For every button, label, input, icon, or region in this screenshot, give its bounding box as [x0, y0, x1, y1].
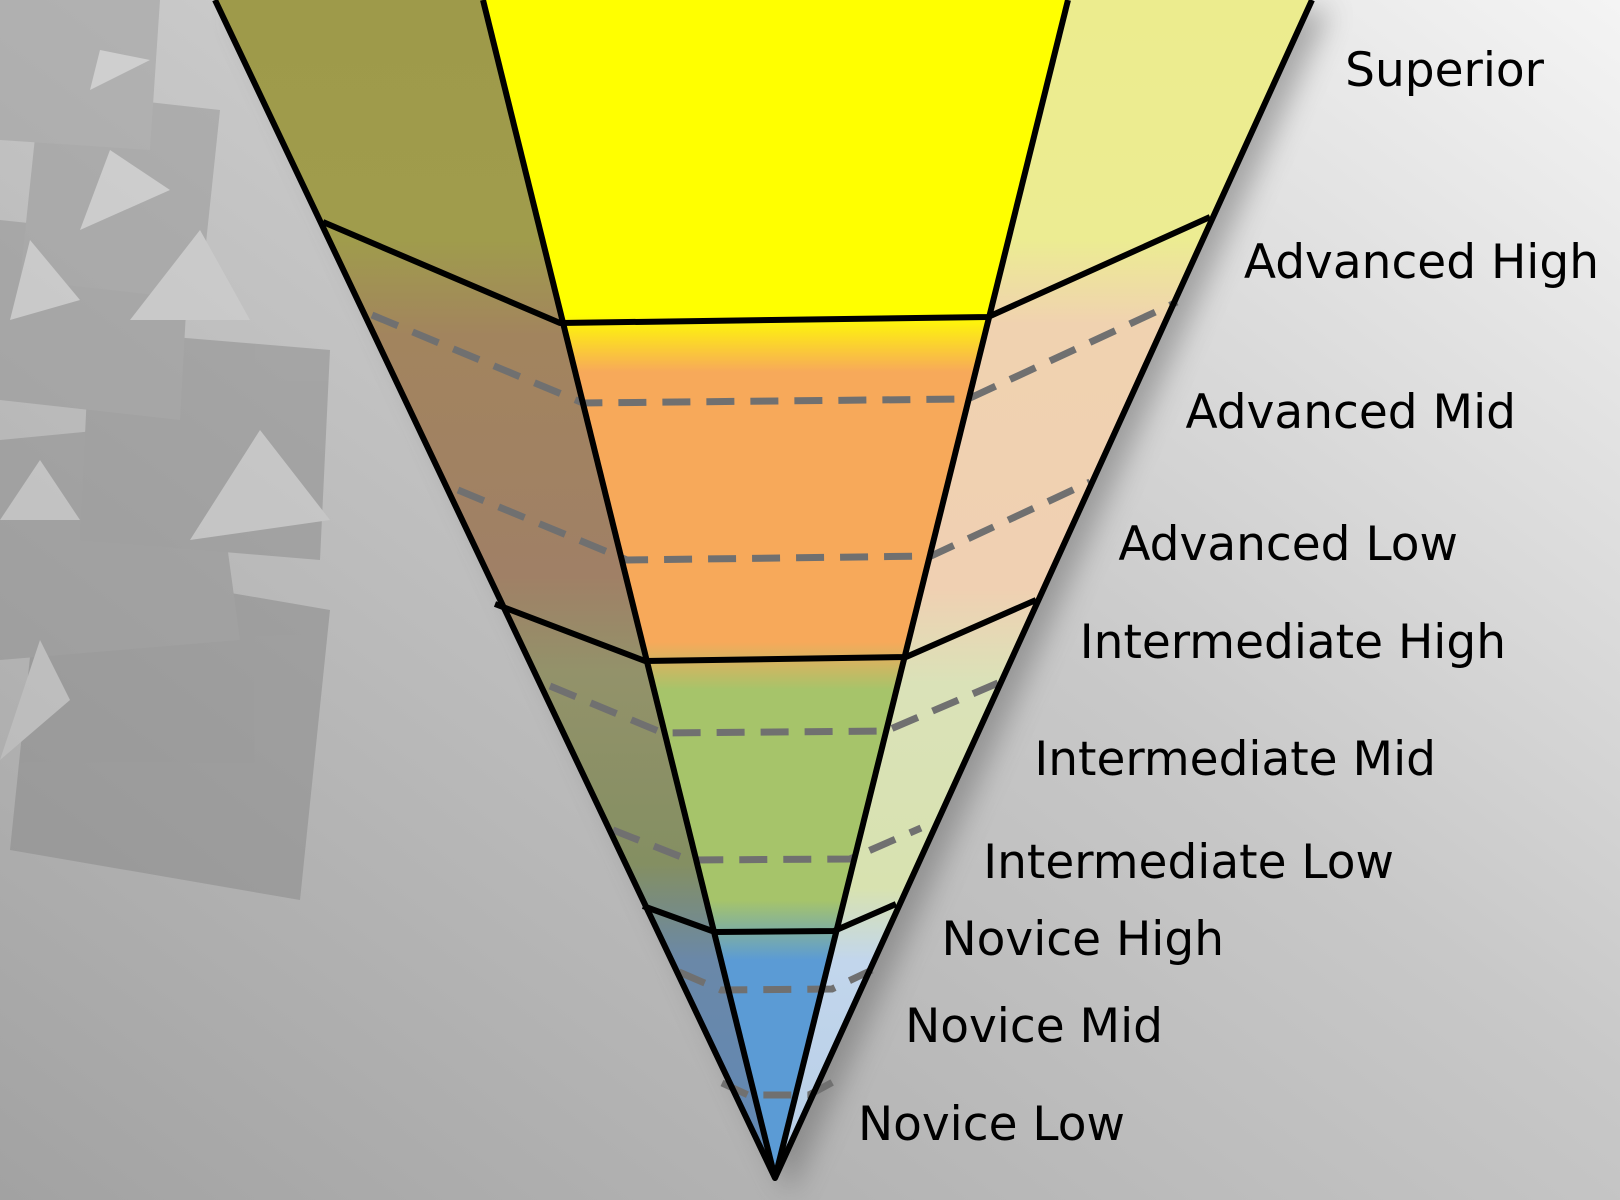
level-label-superior: Superior — [1345, 43, 1545, 98]
pyramid-front-face — [483, 0, 1068, 1178]
level-label-novice-mid: Novice Mid — [905, 999, 1163, 1054]
level-label-intermediate-low: Intermediate Low — [983, 835, 1394, 890]
level-label-intermediate-high: Intermediate High — [1080, 615, 1506, 670]
level-label-novice-low: Novice Low — [858, 1097, 1125, 1152]
sublevel-dividers — [370, 298, 1179, 1099]
level-label-advanced-mid: Advanced Mid — [1185, 385, 1516, 440]
level-label-novice-high: Novice High — [941, 912, 1224, 967]
level-label-advanced-high: Advanced High — [1244, 235, 1599, 290]
major-level-borders — [321, 214, 1212, 935]
level-label-intermediate-mid: Intermediate Mid — [1034, 732, 1436, 787]
pyramid-edges — [212, 0, 1315, 1181]
level-label-advanced-low: Advanced Low — [1118, 517, 1458, 572]
decorative-tiles — [0, 0, 330, 900]
level-labels: Superior Advanced High Advanced Mid Adva… — [858, 43, 1599, 1152]
